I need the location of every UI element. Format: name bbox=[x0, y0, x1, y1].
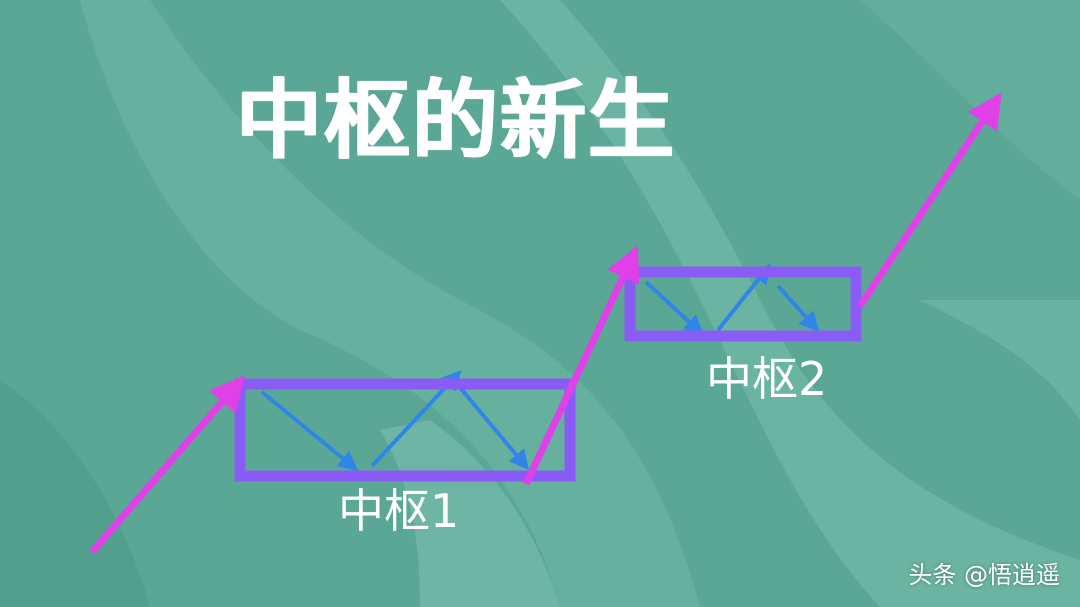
diagram-title: 中枢的新生 bbox=[236, 71, 676, 171]
arrow-up-right-icon bbox=[522, 245, 639, 486]
trend-arrows bbox=[89, 92, 1002, 555]
arrow-up-right-icon bbox=[857, 92, 1002, 308]
zone-1-label: 中枢1 bbox=[338, 484, 460, 538]
swing-2-down-2 bbox=[776, 284, 820, 332]
zone-1-box bbox=[234, 378, 576, 482]
swing-1-down bbox=[260, 390, 359, 472]
swing-2-down bbox=[644, 280, 704, 336]
arrow-up-right-icon bbox=[89, 375, 246, 555]
swing-1-down-2 bbox=[450, 376, 530, 471]
zone-2-swings bbox=[644, 263, 820, 336]
swing-2-up bbox=[716, 263, 771, 332]
zone-1-swings bbox=[260, 370, 530, 472]
zone-2-box bbox=[624, 266, 862, 342]
swing-1-up bbox=[370, 370, 462, 468]
watermark: 头条 @悟逍遥 bbox=[908, 561, 1060, 589]
zone-2-label: 中枢2 bbox=[706, 352, 828, 406]
